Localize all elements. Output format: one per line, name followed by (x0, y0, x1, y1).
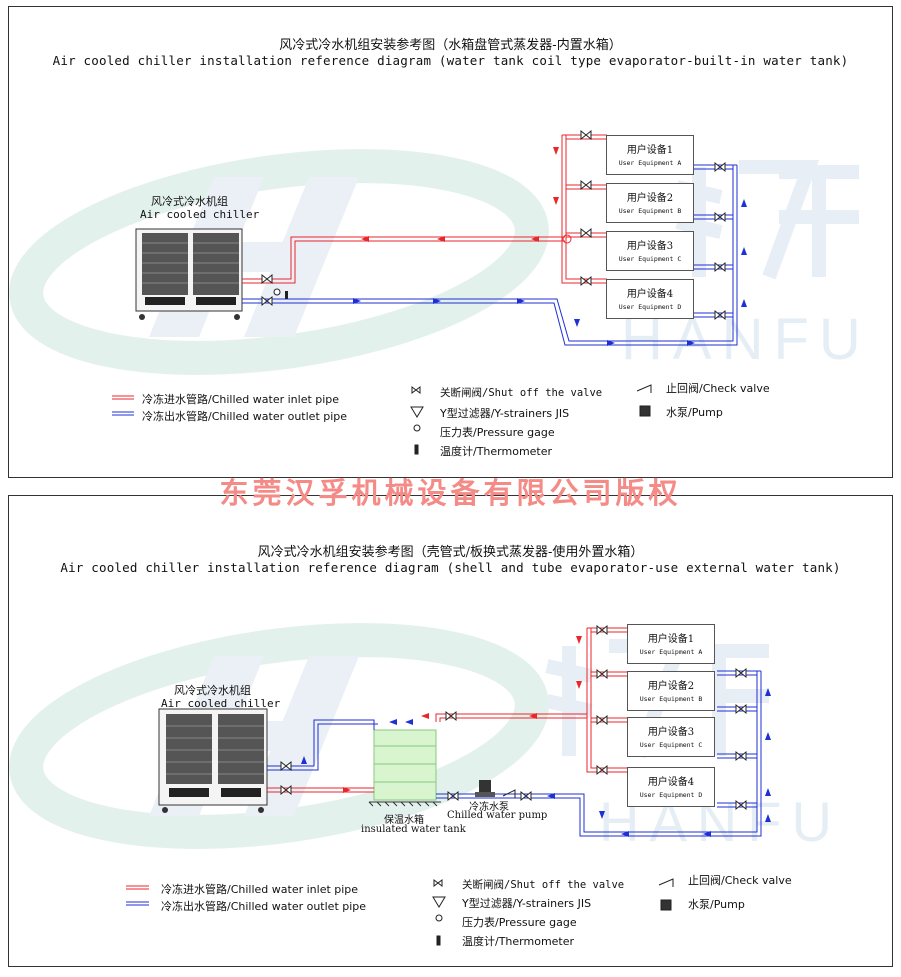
user-equipment-b-en: User Equipment B (618, 207, 682, 215)
user-equipment-a: 用户设备1 User Equipment A (606, 135, 694, 175)
pump-label-english: Chilled water pump (447, 810, 548, 821)
legend-pump: 水泵/Pump (666, 406, 723, 419)
chiller-unit (135, 228, 243, 320)
check-valve-icon (636, 384, 652, 393)
page-title-english: Air cooled chiller installation referenc… (52, 53, 849, 68)
legend-shutoff-valve: 关断闸阀/Shut off the valve (440, 387, 603, 399)
legend-check-valve: 止回阀/Check valve (666, 382, 770, 395)
user-equipment-d-en: User Equipment D (618, 303, 682, 311)
thermometer-icon-2 (436, 935, 441, 946)
user-equipment-b-en-2: User Equipment B (639, 695, 703, 703)
chiller-unit-2 (158, 708, 268, 813)
legend-pump-2: 水泵/Pump (688, 898, 745, 911)
chiller-label-english: Air cooled chiller (140, 208, 260, 221)
user-equipment-a-en: User Equipment A (618, 159, 682, 167)
legend-outlet-pipe: 冷冻出水管路/Chilled water outlet pipe (142, 410, 348, 423)
check-valve-icon-2 (658, 878, 674, 887)
y-strainer-icon-2 (432, 896, 446, 908)
inlet-pipe-network-2 (267, 627, 627, 793)
user-equipment-d-cn-2: 用户设备4 (647, 777, 695, 788)
shutoff-valve-icon (411, 386, 421, 394)
user-equipment-d: 用户设备4 User Equipment D (606, 279, 694, 319)
legend-pressure-gauge: 压力表/Pressure gage (440, 426, 555, 439)
legend-shutoff-valve-2: 关断闸阀/Shut off the valve (462, 879, 625, 891)
user-equipment-d-cn: 用户设备4 (626, 289, 674, 300)
diagram-panel-external-tank: HANFU (8, 495, 893, 967)
legend-y-strainer: Y型过滤器/Y-strainers JIS (440, 407, 570, 420)
page-title-chinese: 风冷式冷水机组安装参考图（水箱盘管式蒸发器-内置水箱） (279, 38, 622, 53)
user-equipment-b-2: 用户设备2 User Equipment B (627, 671, 715, 711)
watermark-chinese-glyphs (675, 160, 859, 280)
user-equipment-a-cn-2: 用户设备1 (647, 634, 695, 645)
shutoff-valve-icon-2 (433, 879, 443, 887)
user-equipment-c-cn-2: 用户设备3 (647, 727, 695, 738)
legend-outlet-pipe-2: 冷冻出水管路/Chilled water outlet pipe (161, 900, 367, 913)
chiller-label-chinese-2: 风冷式冷水机组 (174, 684, 251, 697)
legend-lines-2 (126, 885, 149, 906)
tank-label-chinese: 保温水箱 (384, 815, 424, 826)
tank-label-english: insulated water tank (361, 824, 466, 835)
legend-check-valve-2: 止回阀/Check valve (688, 874, 792, 887)
pressure-gauge-symbol (273, 288, 281, 296)
user-equipment-c-en-2: User Equipment C (639, 741, 703, 749)
pressure-gauge-icon-2 (435, 914, 443, 922)
diagram-drawing-2: HANFU (9, 623, 832, 946)
insulated-water-tank (368, 729, 441, 807)
inlet-flow-arrows (361, 147, 559, 242)
legend-lines (112, 395, 134, 416)
user-equipment-b: 用户设备2 User Equipment B (606, 183, 694, 223)
inlet-junction (562, 234, 572, 244)
thermometer-icon (414, 444, 419, 455)
user-equipment-c-cn: 用户设备3 (626, 241, 674, 252)
user-equipment-a-cn: 用户设备1 (626, 145, 674, 156)
legend-symbols (410, 384, 652, 455)
chilled-water-pump-symbol (475, 780, 516, 798)
user-equipment-b-cn-2: 用户设备2 (647, 681, 695, 692)
shutoff-valves (261, 129, 726, 321)
legend-inlet-pipe-2: 冷冻进水管路/Chilled water inlet pipe (161, 883, 359, 896)
legend-pressure-gauge-2: 压力表/Pressure gage (462, 916, 577, 929)
legend-inlet-pipe: 冷冻进水管路/Chilled water inlet pipe (142, 393, 340, 406)
user-equipment-c: 用户设备3 User Equipment C (606, 231, 694, 271)
watermark-logo (9, 149, 549, 375)
diagram-panel-built-in-tank: HANFU (8, 6, 893, 478)
user-equipment-b-cn: 用户设备2 (626, 193, 674, 204)
pressure-gauge-icon (413, 424, 421, 432)
diagram-drawing: HANFU (9, 129, 861, 455)
y-strainer-icon (410, 406, 424, 418)
legend-thermometer: 温度计/Thermometer (440, 445, 553, 458)
outlet-flow-arrows-2 (301, 688, 771, 837)
pump-icon (639, 405, 651, 417)
user-equipment-c-2: 用户设备3 User Equipment C (627, 717, 715, 757)
page-title-english-2: Air cooled chiller installation referenc… (60, 560, 841, 575)
page-title-chinese-2: 风冷式冷水机组安装参考图（壳管式/板换式蒸发器-使用外置水箱） (257, 545, 644, 560)
legend-thermometer-2: 温度计/Thermometer (462, 935, 575, 948)
chiller-label-chinese: 风冷式冷水机组 (151, 195, 228, 208)
chiller-label-english-2: Air cooled chiller (161, 697, 281, 710)
shutoff-valves-2 (280, 624, 747, 811)
outlet-flow-arrows (353, 199, 747, 346)
inlet-flow-arrows-2 (343, 636, 582, 793)
user-equipment-c-en: User Equipment C (618, 255, 682, 263)
pump-icon-2 (660, 899, 672, 911)
user-equipment-d-2: 用户设备4 User Equipment D (627, 767, 715, 807)
outlet-pipe-network-2 (267, 670, 762, 837)
thermometer-symbol (285, 291, 288, 299)
copyright-banner: 东莞汉孚机械设备有限公司版权 (219, 476, 682, 510)
user-equipment-a-en-2: User Equipment A (639, 648, 703, 656)
legend-symbols-2 (432, 878, 674, 946)
user-equipment-a-2: 用户设备1 User Equipment A (627, 624, 715, 664)
legend-y-strainer-2: Y型过滤器/Y-strainers JIS (462, 897, 592, 910)
user-equipment-d-en-2: User Equipment D (639, 791, 703, 799)
pump-label-chinese: 冷冻水泵 (469, 802, 509, 813)
